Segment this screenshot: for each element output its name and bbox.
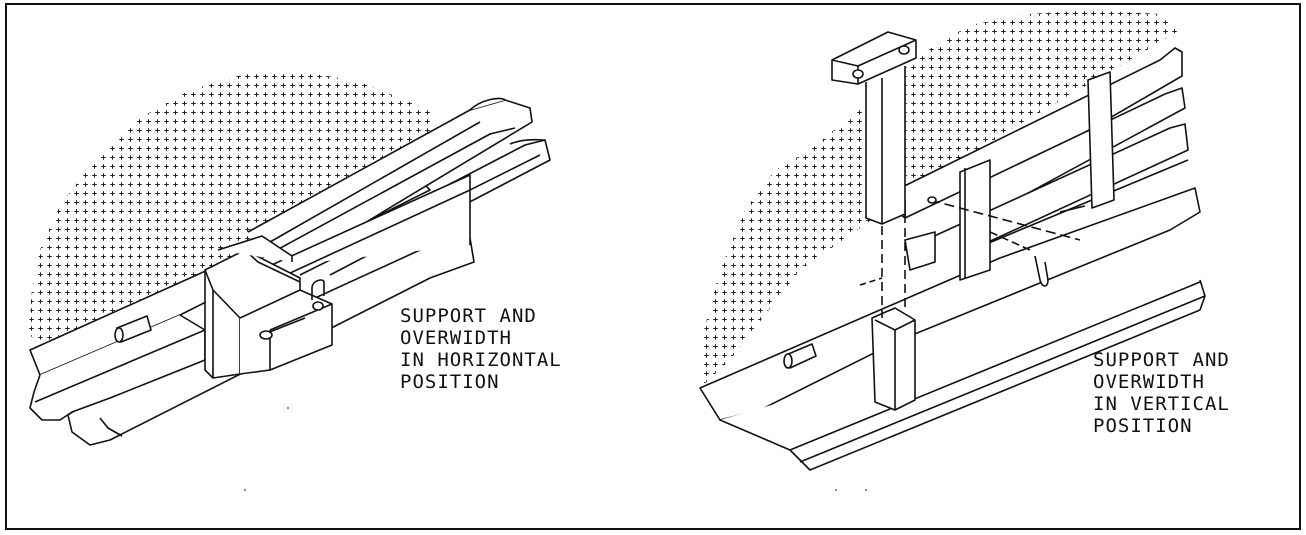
caption-line: OVERWIDTH: [1093, 371, 1205, 393]
stipple-area-left: [28, 72, 440, 350]
stipple-area-right: [700, 10, 1180, 388]
roller-pin-left: [114, 315, 152, 343]
caption-line: POSITION: [1093, 415, 1193, 437]
support-bracket-horizontal: [204, 235, 333, 379]
support-column-vertical: [831, 31, 936, 411]
caption-line: IN VERTICAL: [1093, 393, 1230, 415]
caption-line: OVERWIDTH: [400, 327, 512, 349]
caption-vertical-position: SUPPORT AND OVERWIDTH IN VERTICAL POSITI…: [1093, 349, 1230, 437]
vertical-position-view: [699, 10, 1206, 471]
caption-horizontal-position: SUPPORT AND OVERWIDTH IN HORIZONTAL POSI…: [400, 305, 562, 393]
caption-line: SUPPORT AND: [400, 305, 537, 327]
caption-line: SUPPORT AND: [1093, 349, 1230, 371]
track-rail-left: [29, 97, 551, 446]
caption-line: IN HORIZONTAL: [400, 349, 562, 371]
horizontal-position-view: [28, 72, 551, 446]
figure-frame: [5, 3, 1301, 530]
scan-specks: [244, 407, 867, 491]
track-rail-right: [699, 47, 1206, 471]
caption-line: POSITION: [400, 371, 500, 393]
roller-pin-right: [783, 343, 817, 369]
